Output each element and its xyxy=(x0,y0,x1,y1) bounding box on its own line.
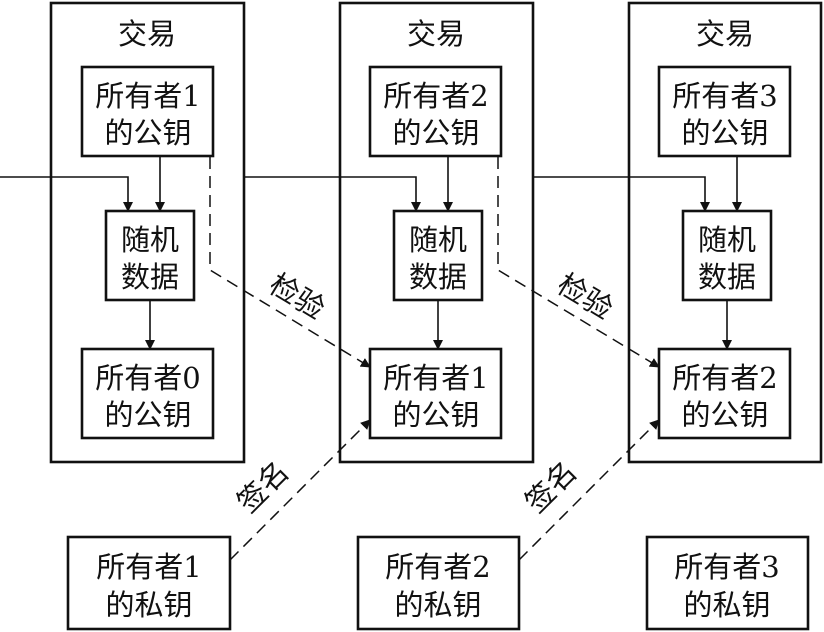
transaction-1-owner-pubkey-line1: 所有者1 xyxy=(95,79,200,113)
transaction-2-owner-pubkey-box: 所有者2 的公钥 xyxy=(368,65,503,158)
private-key-1-line2: 的私钥 xyxy=(105,588,192,622)
transaction-2-prev-owner-line1: 所有者1 xyxy=(383,361,488,395)
private-key-3-line2: 的私钥 xyxy=(683,588,770,622)
sign-label-1: 签名 xyxy=(230,454,295,519)
transaction-2-prev-owner-line2: 的公钥 xyxy=(392,398,479,432)
transaction-3-random-line2: 数据 xyxy=(698,260,756,294)
private-key-2-line2: 的私钥 xyxy=(394,588,481,622)
transaction-3-owner-pubkey-box: 所有者3 的公钥 xyxy=(657,65,792,158)
transaction-1-owner-pubkey-box: 所有者1 的公钥 xyxy=(80,65,215,158)
transaction-1-owner-pubkey-line2: 的公钥 xyxy=(104,116,191,150)
verify-arrow-1 xyxy=(209,157,371,368)
transaction-3: 交易 所有者3 的公钥 随机 数据 所有者2 的公钥 xyxy=(533,1,823,464)
transaction-2-random-box: 随机 数据 xyxy=(392,209,484,302)
transaction-2-random-line2: 数据 xyxy=(409,260,467,294)
transaction-1-prev-owner-pubkey-box: 所有者0 的公钥 xyxy=(80,347,215,440)
transaction-3-prev-owner-pubkey-box: 所有者2 的公钥 xyxy=(657,347,792,440)
transaction-1: 交易 所有者1 的公钥 随机 数据 所有者0 的公钥 xyxy=(0,1,246,464)
chain-arrow-1-to-2 xyxy=(244,176,421,212)
incoming-chain-arrow xyxy=(0,176,133,212)
verify-label-2: 检验 xyxy=(552,267,619,326)
transaction-2-random-line1: 随机 xyxy=(409,223,467,257)
transaction-1-random-line1: 随机 xyxy=(121,223,179,257)
transaction-3-owner-pubkey-line1: 所有者3 xyxy=(672,79,777,113)
sign-arrow-1 xyxy=(229,419,371,561)
transaction-3-prev-owner-line2: 的公钥 xyxy=(681,398,768,432)
transaction-2-owner-pubkey-line2: 的公钥 xyxy=(392,116,479,150)
transaction-2: 交易 所有者2 的公钥 随机 数据 所有者1 的公钥 xyxy=(244,1,535,464)
private-key-box-2: 所有者2 的私钥 xyxy=(356,535,521,631)
transaction-1-frame xyxy=(49,1,246,464)
chain-arrow-2-to-3 xyxy=(533,176,710,212)
verify-label-1: 检验 xyxy=(264,267,331,326)
private-key-box-3: 所有者3 的私钥 xyxy=(645,535,810,631)
transaction-2-prev-owner-pubkey-box: 所有者1 的公钥 xyxy=(368,347,503,440)
private-key-1-line1: 所有者1 xyxy=(96,550,201,584)
private-key-2-line1: 所有者2 xyxy=(385,550,490,584)
private-key-3-line1: 所有者3 xyxy=(674,550,779,584)
transaction-3-owner-pubkey-line2: 的公钥 xyxy=(681,116,768,150)
transaction-2-frame xyxy=(338,1,535,464)
sign-arrow-2 xyxy=(518,419,660,561)
transaction-3-frame xyxy=(627,1,823,464)
transaction-1-prev-owner-line1: 所有者0 xyxy=(95,361,200,395)
transaction-1-random-line2: 数据 xyxy=(121,260,179,294)
transaction-2-owner-pubkey-line1: 所有者2 xyxy=(383,79,488,113)
verify-arrow-2 xyxy=(497,157,660,368)
transaction-3-random-box: 随机 数据 xyxy=(681,209,773,302)
sign-label-2: 签名 xyxy=(518,454,583,519)
transaction-1-title: 交易 xyxy=(118,17,176,51)
transaction-1-random-box: 随机 数据 xyxy=(104,209,196,302)
transaction-1-prev-owner-line2: 的公钥 xyxy=(104,398,191,432)
transaction-3-random-line1: 随机 xyxy=(698,223,756,257)
transaction-3-title: 交易 xyxy=(696,17,754,51)
transaction-2-title: 交易 xyxy=(407,17,465,51)
transaction-3-prev-owner-line1: 所有者2 xyxy=(672,361,777,395)
private-key-box-1: 所有者1 的私钥 xyxy=(66,535,232,631)
